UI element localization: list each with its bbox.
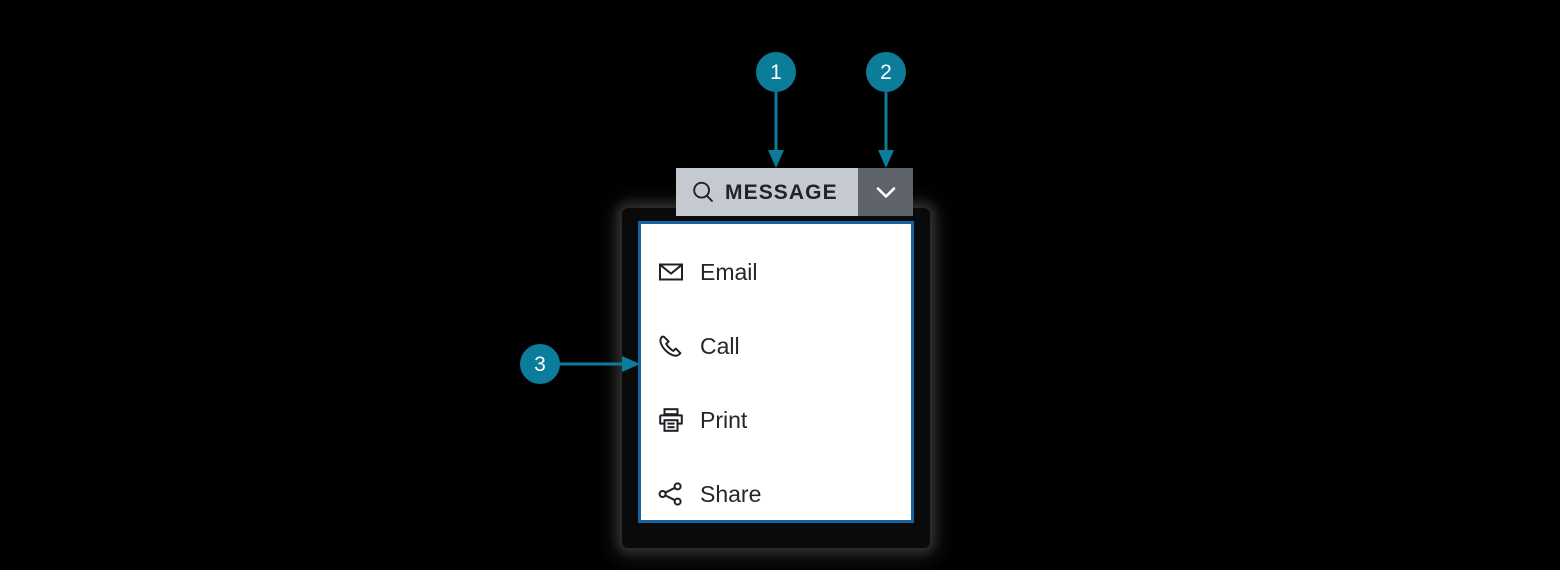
dropdown-menu: Email Call Print [638, 221, 914, 523]
search-message-button[interactable]: MESSAGE [676, 168, 858, 216]
chevron-down-icon [873, 179, 899, 205]
menu-item-call[interactable]: Call [641, 309, 911, 383]
phone-icon [656, 331, 686, 361]
menu-item-print[interactable]: Print [641, 383, 911, 457]
menu-item-label: Share [700, 480, 762, 507]
callout-badge-3: 3 [520, 344, 560, 384]
callout-leader-1 [766, 92, 786, 172]
menu-item-email[interactable]: Email [641, 235, 911, 309]
menu-item-label: Print [700, 406, 748, 433]
callout-leader-2 [876, 92, 896, 172]
callout-badge-2: 2 [866, 52, 906, 92]
search-button-label: MESSAGE [725, 180, 838, 204]
dropdown-toggle-button[interactable] [858, 168, 913, 216]
callout-leader-3 [556, 354, 642, 374]
callout-badge-1: 1 [756, 52, 796, 92]
menu-item-label: Call [700, 332, 740, 359]
menu-item-share[interactable]: Share [641, 457, 911, 531]
search-icon [692, 181, 714, 203]
message-toolbar: MESSAGE [676, 168, 913, 216]
share-nodes-icon [656, 479, 686, 509]
envelope-icon [656, 257, 686, 287]
printer-icon [656, 405, 686, 435]
menu-item-label: Email [700, 258, 758, 285]
